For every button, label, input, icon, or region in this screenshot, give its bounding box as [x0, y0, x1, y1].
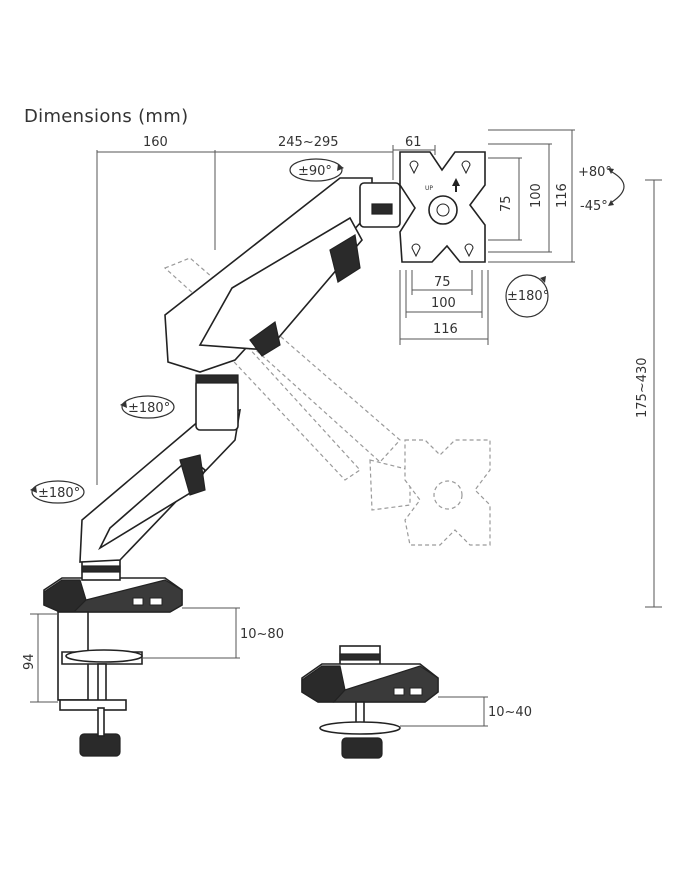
rot-base-label: ±180°	[38, 486, 80, 501]
dim-clamp-height: 94	[22, 653, 37, 670]
rot-tilt-up-label: +80°	[578, 165, 612, 180]
dim-grommet-range: 10~40	[488, 705, 532, 720]
rot-tilt-down-label: -45°	[580, 199, 608, 214]
rot-screen-label: ±180°	[507, 289, 549, 304]
rot-head-swivel-label: ±90°	[298, 164, 332, 179]
vesa-plate: UP	[399, 151, 486, 263]
dim-height-range: 175~430	[635, 357, 650, 418]
desk-clamp-base	[43, 577, 183, 757]
lower-arm	[79, 374, 241, 581]
dim-vesa-100-horizontal: 100	[431, 296, 456, 311]
vesa-up-badge: UP	[425, 185, 433, 192]
dim-vesa-75-horizontal: 75	[434, 275, 451, 290]
dim-vesa-116-horizontal: 116	[433, 322, 458, 337]
dim-arm-base-offset: 160	[143, 135, 168, 150]
rotation-base: ±180°	[30, 480, 85, 504]
rotation-tilt: +80° -45°	[578, 165, 625, 214]
dim-clamp-range: 10~80	[240, 627, 284, 642]
rotation-screen: ±180°	[505, 274, 549, 318]
rotation-head-swivel: ±90°	[289, 158, 344, 182]
dim-vesa-116-vertical: 116	[555, 183, 570, 208]
dim-arm-reach: 245~295	[278, 135, 339, 150]
dim-vesa-100-vertical: 100	[529, 183, 544, 208]
grommet-base	[301, 645, 439, 759]
dim-vesa-75-vertical: 75	[499, 195, 514, 212]
dim-head-depth: 61	[405, 135, 422, 150]
rotation-elbow: ±180°	[120, 395, 175, 419]
upper-arm	[164, 177, 401, 373]
dimension-lines	[30, 129, 662, 727]
page-title: Dimensions (mm)	[24, 106, 189, 127]
rot-elbow-label: ±180°	[128, 401, 170, 416]
